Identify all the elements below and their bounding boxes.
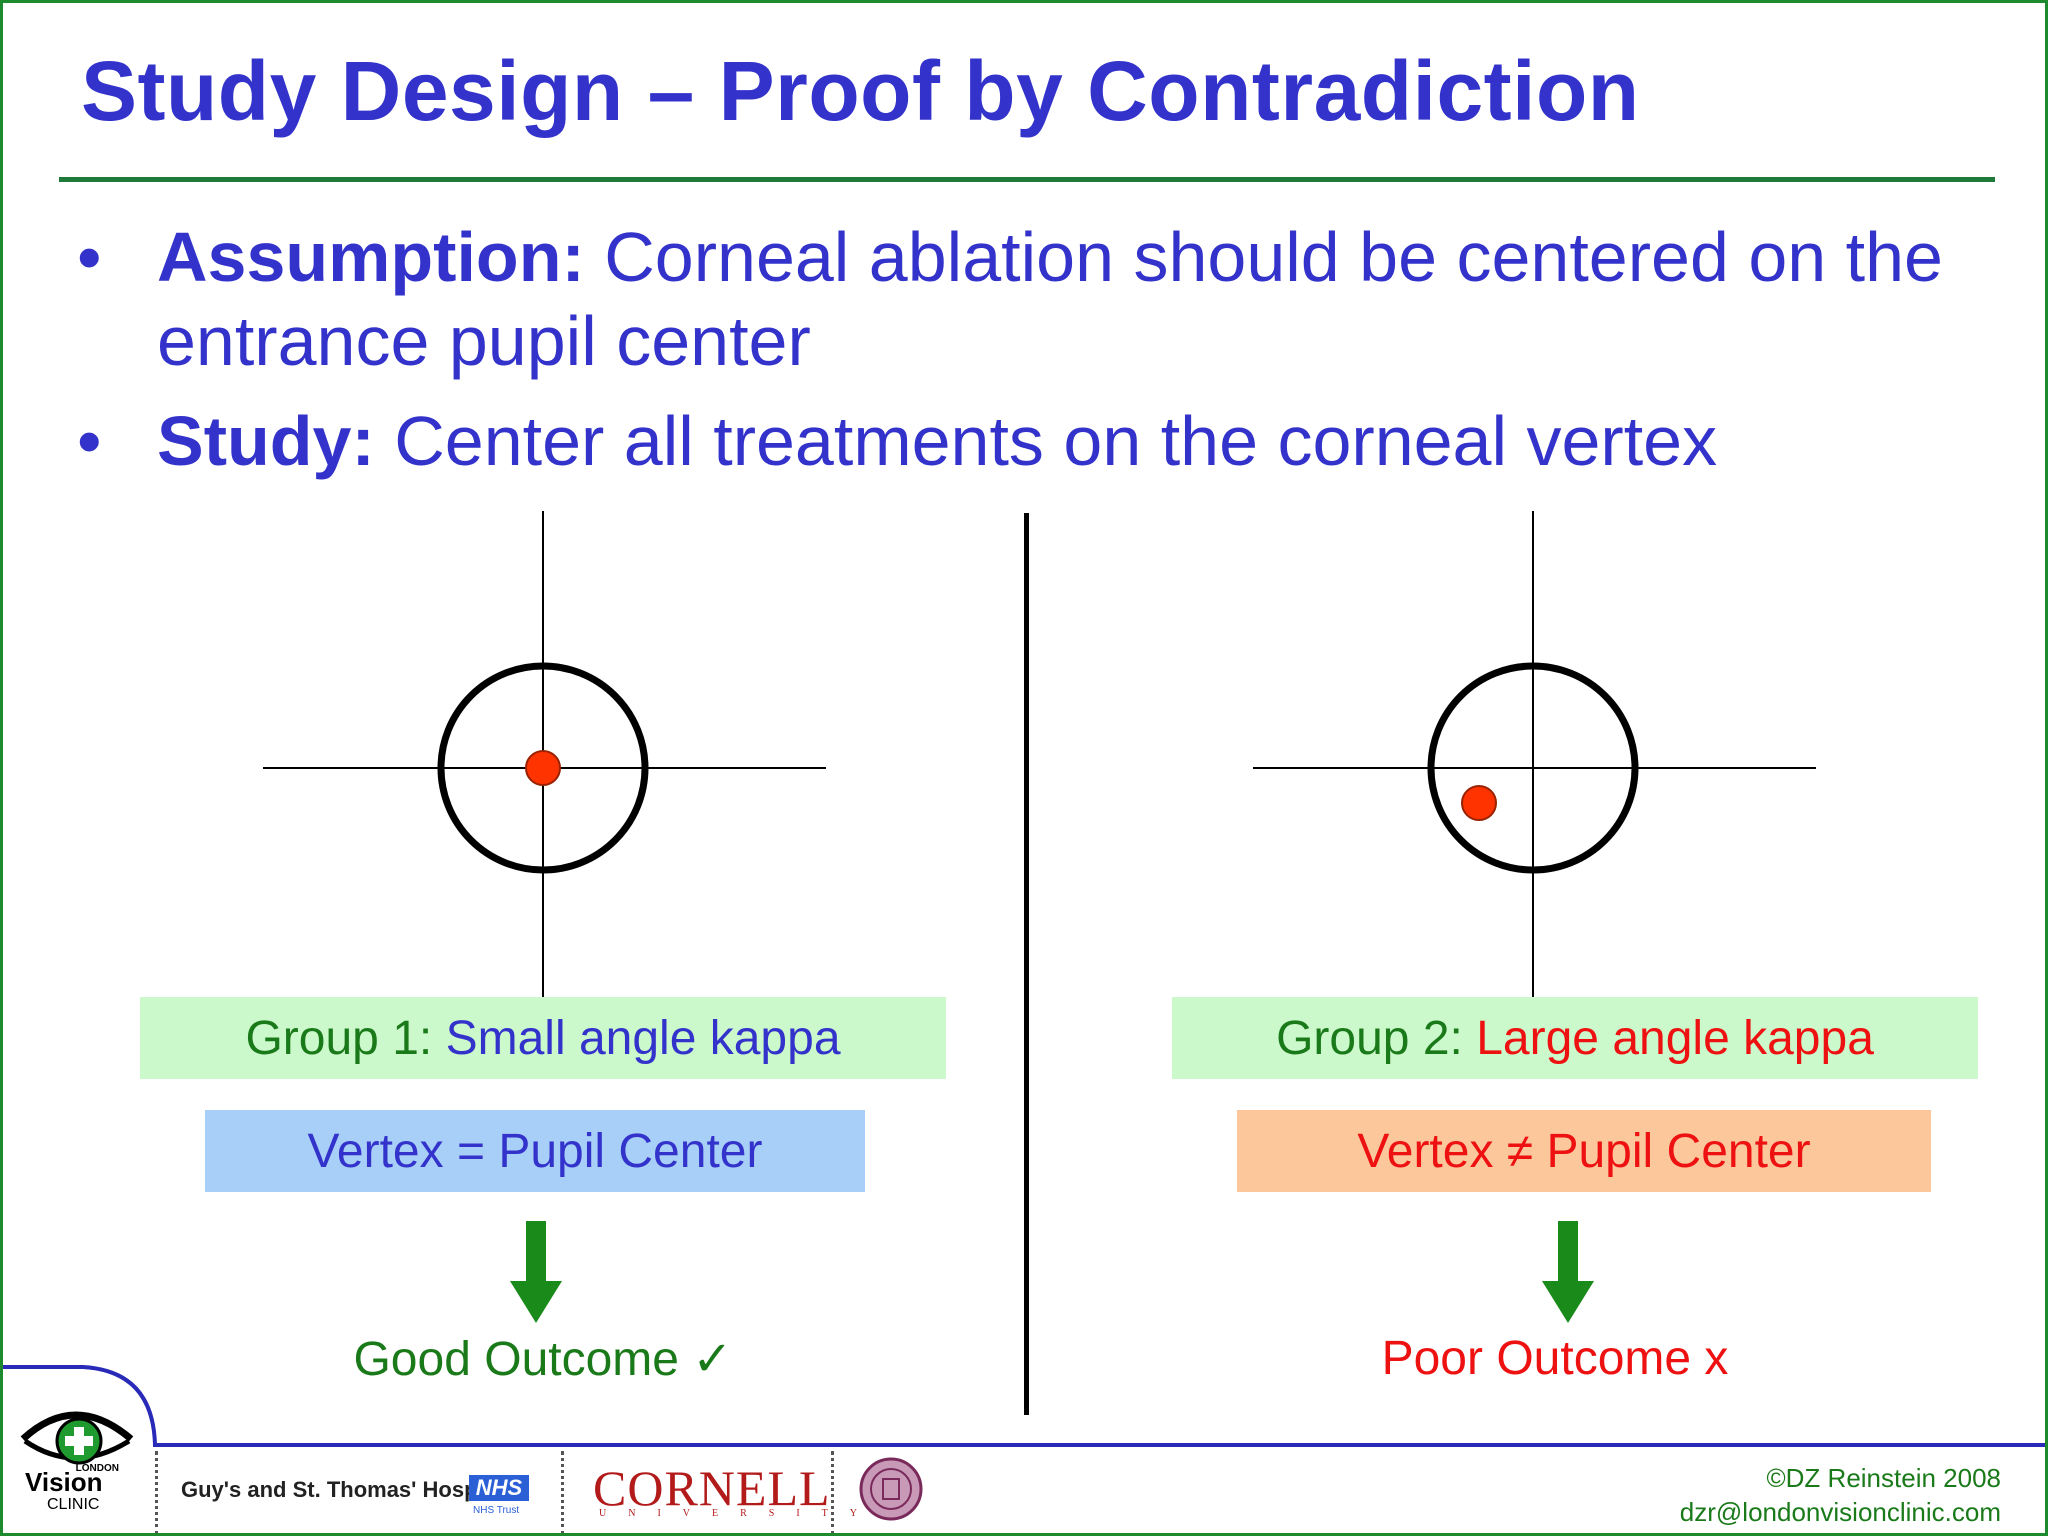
title-underline: [59, 177, 1995, 182]
right-eye-diagram: [1253, 511, 1816, 1001]
logo-word-vision: Vision: [25, 1467, 103, 1497]
cornea-circle: [437, 662, 649, 874]
footer-separator: [155, 1451, 158, 1533]
group-2-label: Large angle kappa: [1476, 1011, 1874, 1065]
down-arrow-icon: [510, 1221, 562, 1323]
footer-separator: [831, 1451, 834, 1533]
contact-email-link[interactable]: dzr@londonvisionclinic.com: [1679, 1497, 2001, 1527]
bullet-label: Assumption:: [157, 218, 585, 296]
bullet-study: • Study: Center all treatments on the cor…: [77, 399, 1977, 483]
logo-word-london: LONDON: [76, 1463, 119, 1474]
pupil-center-dot: [525, 750, 561, 786]
copyright-text: ©DZ Reinstein 2008: [1766, 1463, 2002, 1493]
bullet-marker: •: [77, 402, 102, 480]
guys-hospital-logo-text: Guy's and St. Thomas' Hospital: [181, 1477, 510, 1502]
university-seal-icon: [859, 1457, 923, 1521]
slide-title: Study Design – Proof by Contradiction: [81, 44, 1640, 138]
panel-divider: [1024, 513, 1029, 1415]
cornea-circle: [1427, 662, 1639, 874]
vertex-not-equal-pupil-text: Vertex ≠ Pupil Center: [1357, 1124, 1811, 1178]
down-arrow-icon: [1542, 1221, 1594, 1323]
footer-rule: [153, 1443, 2045, 1447]
vertex-equals-pupil-text: Vertex = Pupil Center: [307, 1124, 763, 1178]
bullet-text: Corneal ablation should be centered on t…: [157, 218, 1943, 380]
copyright-block: ©DZ Reinstein 2008 dzr@londonvisionclini…: [1680, 1461, 2001, 1529]
group-2-prefix: Group 2:: [1276, 1011, 1463, 1065]
cornell-university-subtext: UNIVERSITY: [599, 1508, 879, 1519]
bullet-marker: •: [77, 218, 102, 296]
poor-outcome-text: Poor Outcome x: [1381, 1332, 1729, 1385]
group-1-label: Small angle kappa: [445, 1011, 841, 1065]
group-1-prefix: Group 1:: [245, 1011, 433, 1065]
left-eye-diagram: [263, 511, 826, 1001]
bullet-list: • Assumption: Corneal ablation should be …: [77, 215, 1977, 499]
vertex-equals-pupil-box: Vertex = Pupil Center: [205, 1110, 865, 1192]
bullet-assumption: • Assumption: Corneal ablation should be …: [77, 215, 1977, 383]
london-vision-clinic-logo: LONDON Vision CLINIC: [20, 1411, 134, 1513]
bullet-text: Center all treatments on the corneal ver…: [374, 402, 1718, 480]
group-2-box: Group 2: Large angle kappa: [1172, 997, 1978, 1079]
footer-separator: [561, 1451, 564, 1533]
cornell-logo-text: CORNELL: [593, 1460, 831, 1516]
logo-word-clinic: CLINIC: [47, 1496, 99, 1513]
nhs-trust-text: NHS Trust: [473, 1505, 520, 1516]
group-1-box: Group 1: Small angle kappa: [140, 997, 946, 1079]
good-outcome-text: Good Outcome ✓: [353, 1333, 733, 1386]
bullet-label: Study:: [157, 402, 375, 480]
pupil-center-dot: [1461, 785, 1497, 821]
vertex-not-equal-pupil-box: Vertex ≠ Pupil Center: [1237, 1110, 1931, 1192]
nhs-logo: NHS: [469, 1475, 529, 1501]
footer-corner-curve: [3, 1365, 157, 1446]
